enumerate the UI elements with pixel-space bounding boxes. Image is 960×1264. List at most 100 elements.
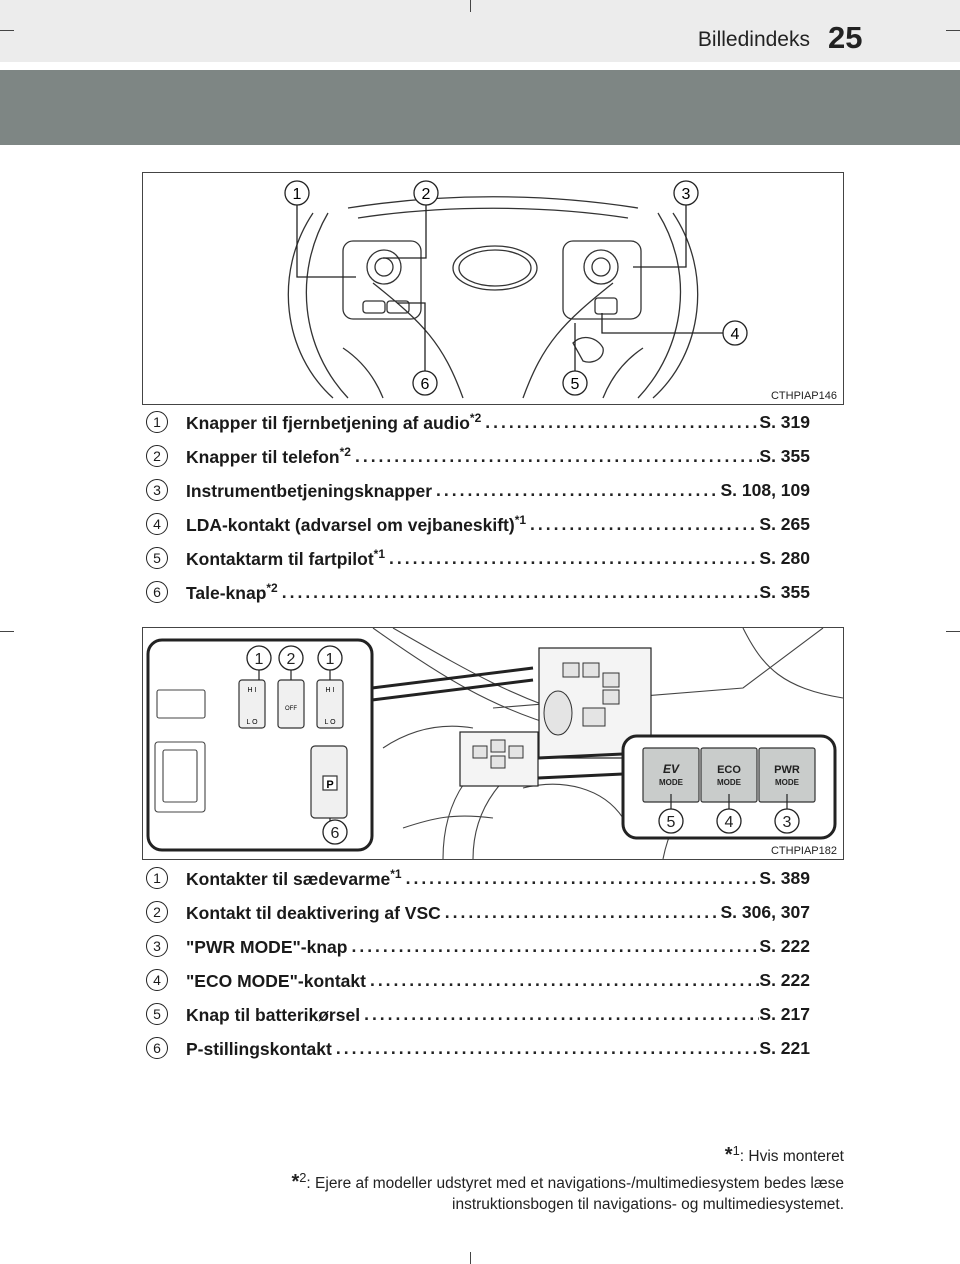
leader-dots: ........................................… [485, 411, 759, 432]
list-item: 4 LDA-kontakt (advarsel om vejbaneskift)… [146, 510, 810, 538]
page-ref[interactable]: S. 319 [759, 411, 810, 432]
leader-dots: ........................................… [389, 547, 760, 568]
item-label: Tale-knap*2 [186, 580, 278, 603]
eco-label: ECO [717, 764, 741, 776]
callout-1: 1 [293, 186, 302, 203]
item-number: 3 [146, 479, 168, 501]
list-item: 6 Tale-knap*2 ..........................… [146, 578, 810, 606]
callout-2: 2 [422, 186, 431, 203]
leader-dots: ........................................… [354, 445, 759, 466]
callout-3: 3 [783, 814, 792, 831]
page-ref[interactable]: S. 108, 109 [720, 479, 810, 500]
leader-dots: ........................................… [436, 479, 720, 500]
page-number: 25 [828, 20, 863, 55]
page-ref[interactable]: S. 355 [759, 445, 810, 466]
page-ref[interactable]: S. 306, 307 [720, 901, 810, 922]
item-label: Kontakt til deaktivering af VSC [186, 902, 441, 923]
crop-mark [0, 631, 14, 632]
page-ref[interactable]: S. 280 [759, 547, 810, 568]
footnotes: *1: Hvis monteret *2: Ejere af modeller … [291, 1140, 844, 1215]
item-label: P-stillingskontakt [186, 1038, 332, 1059]
page-ref[interactable]: S. 389 [759, 867, 810, 888]
page-ref[interactable]: S. 222 [759, 935, 810, 956]
footnote-1: *1: Hvis monteret [724, 1143, 844, 1167]
item-label: Instrumentbetjeningsknapper [186, 480, 433, 501]
list-item: 3 "PWR MODE"-knap ......................… [146, 932, 810, 960]
item-number: 3 [146, 935, 168, 957]
crop-mark [470, 1252, 471, 1264]
item-number: 5 [146, 547, 168, 569]
item-label: Kontaktarm til fartpilot*1 [186, 546, 385, 569]
console-figure: H I L O OFF H I L O P EV MODE ECO MODE P… [142, 627, 844, 860]
callout-5: 5 [571, 376, 580, 393]
item-list-2: 1 Kontakter til sædevarme*1 ............… [146, 862, 810, 1072]
footnote-2: *2: Ejere af modeller udstyret med et na… [291, 1170, 844, 1194]
list-item: 2 Knapper til telefon*2 ................… [146, 442, 810, 470]
page-ref[interactable]: S. 217 [759, 1003, 810, 1024]
item-number: 4 [146, 969, 168, 991]
callout-markers: 1 2 3 4 5 6 [284, 180, 748, 396]
callout-4: 4 [731, 326, 740, 343]
hi-label: H I [326, 687, 335, 694]
item-label: Kontakter til sædevarme*1 [186, 866, 402, 889]
leader-dots: ........................................… [281, 581, 760, 602]
callout-2: 2 [287, 651, 296, 668]
item-number: 6 [146, 581, 168, 603]
steering-wheel-illustration: 1 2 3 4 5 6 [284, 180, 748, 399]
lo-label: L O [324, 719, 336, 726]
crop-mark [470, 0, 471, 12]
callout-4: 4 [725, 814, 734, 831]
list-item: 2 Kontakt til deaktivering af VSC ......… [146, 898, 810, 926]
crop-mark [946, 631, 960, 632]
crop-mark [946, 30, 960, 31]
list-item: 5 Knap til batterikørsel ...............… [146, 1000, 810, 1028]
callout-1: 1 [326, 651, 335, 668]
item-number: 1 [146, 411, 168, 433]
leader-dots: ........................................… [351, 935, 760, 956]
item-number: 4 [146, 513, 168, 535]
eco-mode-label: MODE [717, 778, 742, 787]
callout-6: 6 [421, 376, 430, 393]
console-illustration: H I L O OFF H I L O P EV MODE ECO MODE P… [146, 628, 843, 859]
page-ref[interactable]: S. 265 [759, 513, 810, 534]
figure-code: CTHPIAP182 [770, 845, 837, 857]
page-ref[interactable]: S. 221 [759, 1037, 810, 1058]
ev-mode-label: MODE [659, 778, 684, 787]
item-number: 2 [146, 445, 168, 467]
leader-dots: ........................................… [530, 513, 760, 534]
list-item: 1 Knapper til fjernbetjening af audio*2 … [146, 408, 810, 436]
leader-dots: ........................................… [364, 1003, 759, 1024]
item-number: 2 [146, 901, 168, 923]
list-item: 5 Kontaktarm til fartpilot*1 ...........… [146, 544, 810, 572]
page-ref[interactable]: S. 355 [759, 581, 810, 602]
crop-mark [0, 30, 14, 31]
item-label: Knap til batterikørsel [186, 1004, 361, 1025]
item-list-1: 1 Knapper til fjernbetjening af audio*2 … [146, 406, 810, 616]
item-label: Knapper til telefon*2 [186, 444, 351, 467]
callout-6: 6 [331, 825, 340, 842]
list-item: 1 Kontakter til sædevarme*1 ............… [146, 864, 810, 892]
item-label: Knapper til fjernbetjening af audio*2 [186, 410, 482, 433]
item-label: "ECO MODE"-kontakt [186, 970, 366, 991]
list-item: 4 "ECO MODE"-kontakt ...................… [146, 966, 810, 994]
figure-code: CTHPIAP146 [770, 390, 837, 402]
pwr-mode-label: MODE [775, 778, 800, 787]
section-title: Billedindeks [697, 28, 810, 51]
list-item: 6 P-stillingskontakt ...................… [146, 1034, 810, 1062]
item-label: "PWR MODE"-knap [186, 936, 348, 957]
leader-dots: ........................................… [369, 969, 759, 990]
vsc-off-label: OFF [285, 706, 297, 712]
header-band [0, 70, 960, 145]
ev-label: EV [663, 762, 680, 776]
steering-wheel-figure: 1 2 3 4 5 6 CTHPIAP146 [142, 172, 844, 405]
leader-dots: ........................................… [405, 867, 760, 888]
p-position-label: P [326, 779, 333, 791]
page-header-bar [0, 0, 960, 62]
pwr-label: PWR [774, 764, 800, 776]
leader-dots: ........................................… [335, 1037, 760, 1058]
hi-label: H I [248, 687, 257, 694]
callout-5: 5 [667, 814, 676, 831]
item-number: 5 [146, 1003, 168, 1025]
page-ref[interactable]: S. 222 [759, 969, 810, 990]
footnote-2-continued: instruktionsbogen til navigations- og mu… [452, 1196, 844, 1214]
